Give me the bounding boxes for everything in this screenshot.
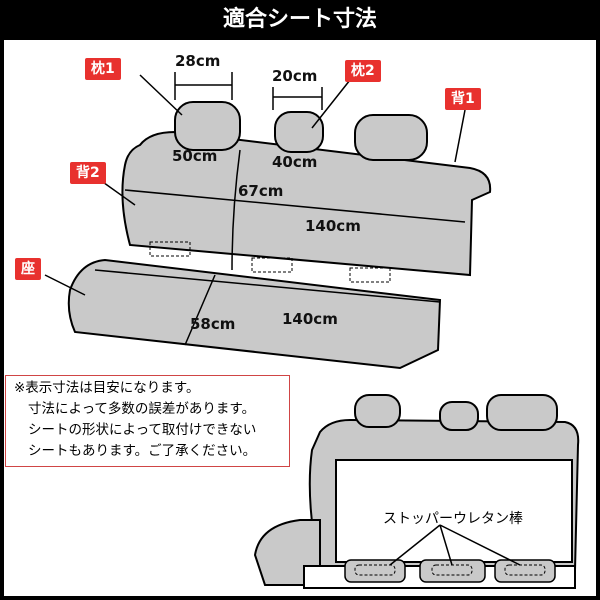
- page-title: 適合シート寸法: [0, 0, 600, 40]
- dim-back-height: 67cm: [238, 182, 284, 200]
- label-back-2: 背2: [70, 162, 106, 184]
- label-seat: 座: [15, 258, 41, 280]
- disclaimer-note: ※表示寸法は目安になります。 寸法によって多数の誤差があります。 シートの形状に…: [5, 375, 290, 467]
- headrest-1: [174, 101, 241, 151]
- dim-headrest1-width: 28cm: [175, 52, 221, 70]
- label-back-1: 背1: [445, 88, 481, 110]
- headrest-3: [354, 114, 428, 161]
- dim-headrest2-circ: 40cm: [272, 153, 318, 171]
- dim-headrest2-width: 20cm: [272, 67, 318, 85]
- label-headrest-2: 枕2: [345, 60, 381, 82]
- note-line: シートもあります。ご了承ください。: [28, 443, 257, 459]
- label-headrest-1: 枕1: [85, 58, 121, 80]
- dim-headrest1-circ: 50cm: [172, 147, 218, 165]
- note-line: シートの形状によって取付けできない: [28, 422, 257, 438]
- headrest-2: [274, 111, 324, 153]
- dim-seat-width: 140cm: [282, 310, 338, 328]
- note-line: ※表示寸法は目安になります。: [14, 380, 200, 396]
- dim-back-width: 140cm: [305, 217, 361, 235]
- stopper-label: ストッパーウレタン棒: [383, 511, 523, 527]
- note-line: 寸法によって多数の誤差があります。: [28, 401, 256, 417]
- seat-back: [121, 130, 492, 277]
- dim-seat-depth: 58cm: [190, 315, 236, 333]
- seat-cushion: [67, 258, 442, 370]
